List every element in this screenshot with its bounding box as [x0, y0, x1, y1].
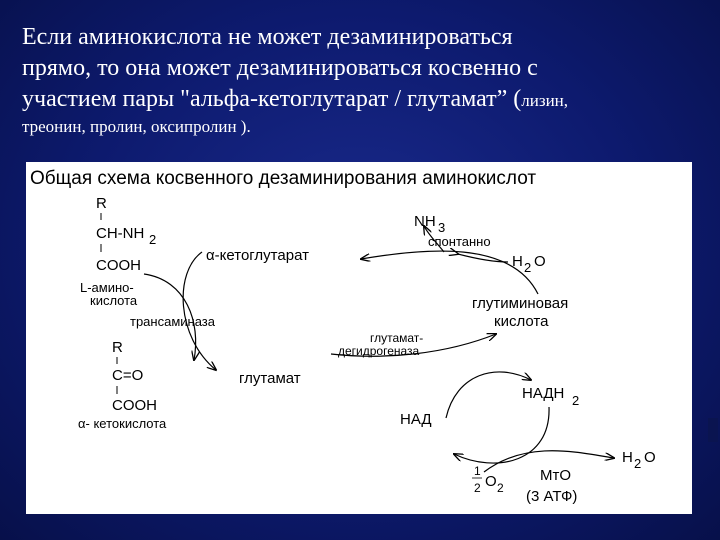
nh3-subscript: 3 — [438, 220, 445, 235]
dehydrogenase-label-2: дегидрогеназа — [338, 344, 420, 358]
amino-acid-r: R — [96, 195, 107, 212]
amino-acid-ch-nh: CH-NH — [96, 225, 144, 242]
h2o-top-o: O — [534, 253, 546, 270]
oxygen-subscript: 2 — [497, 481, 504, 495]
arrow-nad-to-nadh — [445, 371, 531, 419]
diagram-title: Общая схема косвенного дезаминирования а… — [30, 168, 536, 189]
keto-acid-cooh: COOH — [112, 397, 157, 414]
h2o-top-h: H — [512, 253, 523, 270]
arrow-nadh-to-nad — [454, 406, 550, 464]
amino-acid-cooh: COOH — [96, 257, 141, 274]
h2o-bottom-o: O — [644, 449, 656, 466]
text-line-4: треонин, пролин, оксипролин ). — [22, 117, 251, 136]
slide-text-block: Если аминокислота не может дезаминироват… — [22, 22, 712, 138]
transaminase-label: трансаминаза — [130, 314, 216, 329]
arrow-amino-to-keto — [143, 273, 196, 360]
alpha-ketoglutarate-label: α-кетоглутарат — [206, 247, 309, 264]
glutamate-label: глутамат — [239, 370, 301, 387]
arrow-glutimine-to-akg — [361, 250, 539, 295]
oxygen-label: O — [485, 473, 497, 490]
amino-acid-label-1: L-амино- — [80, 280, 134, 295]
text-line-2: прямо, то она может дезаминироваться кос… — [22, 55, 538, 81]
amino-acid-label-2: кислота — [90, 293, 138, 308]
text-line-3: участием пары "альфа-кетоглутарат / глут… — [22, 84, 712, 116]
deamination-diagram: Общая схема косвенного дезаминирования а… — [26, 162, 692, 514]
nadh-subscript: 2 — [572, 393, 579, 408]
arrow-to-nh3 — [424, 226, 445, 253]
text-line-1: Если аминокислота не может дезаминироват… — [22, 24, 513, 50]
nadh-label: НАДН — [522, 385, 564, 402]
keto-acid-r: R — [112, 339, 123, 356]
keto-acid-label: α- кетокислота — [78, 416, 167, 431]
keto-acid-c-o: C=O — [112, 367, 143, 384]
arrow-akg-to-glutamate — [182, 251, 216, 370]
diagram-svg: Общая схема косвенного дезаминирования а… — [30, 168, 656, 505]
half-numerator: 1 — [474, 464, 481, 478]
half-denominator: 2 — [474, 481, 481, 495]
glutimine-acid-label-1: глутиминовая — [472, 295, 568, 312]
h2o-bottom-h: H — [622, 449, 633, 466]
text-line-3-small: лизин, — [521, 91, 569, 110]
amino-acid-nh-subscript: 2 — [149, 232, 156, 247]
nad-label: НАД — [400, 411, 432, 428]
atp-label: (3 АТФ) — [526, 488, 577, 505]
h2o-bottom-subscript: 2 — [634, 456, 641, 471]
arrow-from-h2o — [458, 254, 509, 263]
edge-decoration — [708, 418, 718, 442]
dehydrogenase-label-1: глутамат- — [370, 331, 423, 345]
arrow-glutamate-to-glutimine — [330, 334, 496, 357]
mitochondria-label: MтO — [540, 467, 571, 484]
glutimine-acid-label-2: кислота — [494, 313, 549, 330]
spontaneous-label: спонтанно — [428, 234, 491, 249]
arrow-to-h2o-bottom — [483, 450, 614, 473]
text-line-3-main: участием пары "альфа-кетоглутарат / глут… — [22, 86, 522, 112]
h2o-top-subscript: 2 — [524, 260, 531, 275]
